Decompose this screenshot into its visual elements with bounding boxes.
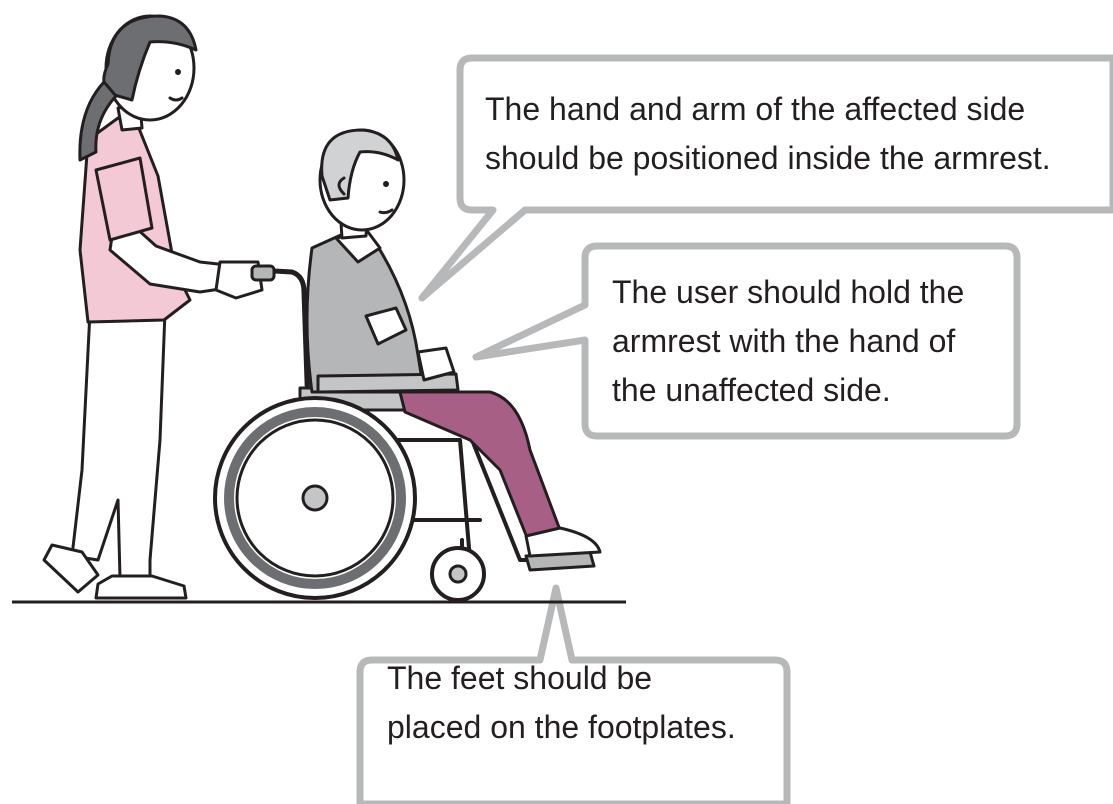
caregiver-mouth [168, 96, 184, 102]
caregiver-sleeve [94, 156, 154, 242]
caregiver-ponytail [78, 80, 118, 162]
callout-feet-bubble [356, 584, 791, 804]
callout-feet-line-1: The feet should be [387, 660, 653, 696]
caregiver-pants [70, 310, 167, 580]
callout-unaffected-side-bubble [472, 242, 1021, 440]
patient-ear [337, 176, 346, 196]
callout-affected-side-line-2: should be positioned inside the armrest. [485, 140, 1051, 176]
callout-affected-side-bubble [418, 54, 1113, 302]
caregiver-shoe-front [94, 574, 188, 600]
patient-unaffected-hand [416, 346, 456, 382]
wheelchair-push-handle [253, 267, 313, 473]
callout-unaffected-side-text: The user should hold the armrest with th… [612, 268, 964, 415]
patient-shoe [524, 526, 602, 558]
wheelchair-hub [301, 484, 329, 512]
wheelchair-grip [250, 264, 276, 282]
patient-affected-hand [364, 306, 408, 346]
callout-feet-text: The feet should be placed on the footpla… [387, 654, 736, 752]
wheelchair-figure [213, 128, 602, 602]
callout-unaffected-side-line-1: The user should hold the [612, 274, 965, 310]
wheelchair-caster-hub [448, 564, 468, 584]
callout-feet-line-2: placed on the footplates. [387, 709, 736, 745]
patient-eye [383, 181, 389, 187]
callout-unaffected-side-line-3: the unaffected side. [612, 372, 891, 408]
patient-sweater [305, 228, 426, 394]
wheelchair-big-wheel-inner [235, 418, 395, 578]
patient-pants [398, 390, 562, 542]
callout-affected-side-text: The hand and arm of the affected side sh… [485, 85, 1051, 183]
callout-unaffected-side-line-2: armrest with the hand of [612, 323, 956, 359]
wheelchair-big-wheel-rim [224, 407, 406, 589]
caregiver-shoe-back [42, 543, 100, 594]
callout-affected-side-line-1: The hand and arm of the affected side [485, 91, 1026, 127]
patient-mouth [378, 208, 394, 215]
caregiver-eye [175, 69, 181, 75]
